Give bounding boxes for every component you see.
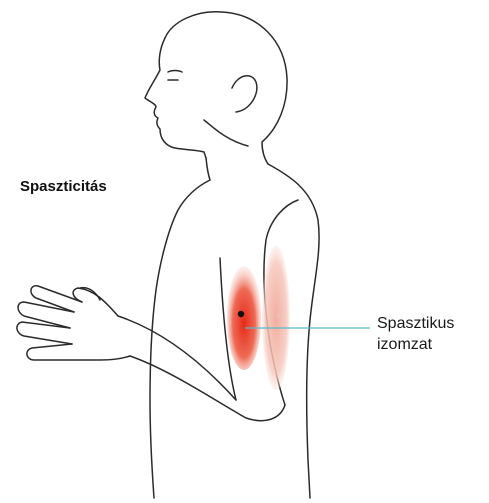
callout-line2: izomzat [377,334,454,355]
callout-marker-secondary [277,314,282,319]
hand-outline [73,288,118,316]
callout-marker-primary [238,311,244,317]
diagram-title: Spaszticitás [20,178,107,195]
muscle-callout-label: Spasztikus izomzat [377,313,454,355]
head-outline [165,12,287,164]
ear-outline [232,76,257,112]
callout-line1: Spasztikus [377,313,454,334]
forearm-bottom [130,356,285,421]
face-profile [145,38,206,158]
chest-outline [150,180,210,498]
neck-outline [206,158,210,180]
spastic-muscle-highlight [227,266,261,370]
spastic-muscle-back [262,246,290,390]
